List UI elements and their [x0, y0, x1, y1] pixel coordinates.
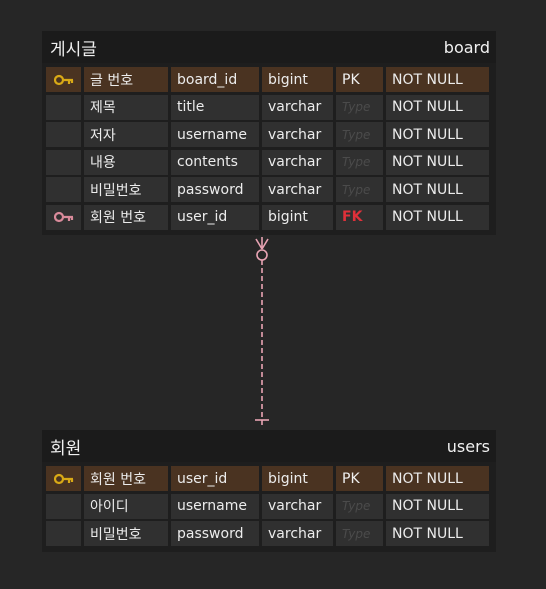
table-row[interactable]: 아이디 username varchar Type NOT NULL — [46, 493, 492, 522]
column-nullability: NOT NULL — [386, 466, 489, 491]
table-board[interactable]: 게시글 board 글 번호 board_id bigint PK NOT NU… — [42, 31, 496, 235]
table-row[interactable]: 저자 username varchar Type NOT NULL — [46, 122, 492, 150]
icon-slot — [46, 122, 81, 147]
column-label: 회원 번호 — [84, 466, 168, 491]
column-nullability: NOT NULL — [386, 493, 489, 519]
column-type: varchar — [262, 149, 333, 175]
table-name: board — [443, 37, 490, 57]
pk-key-icon — [46, 67, 81, 92]
column-name: username — [171, 122, 259, 147]
column-name: contents — [171, 149, 259, 175]
icon-slot — [46, 149, 81, 175]
table-rows: 회원 번호 user_id bigint PK NOT NULL 아이디 use… — [42, 462, 496, 552]
fk-key-icon — [46, 204, 81, 230]
column-type: varchar — [262, 94, 333, 120]
column-nullability: NOT NULL — [386, 177, 489, 202]
table-header[interactable]: 게시글 board — [42, 31, 496, 63]
table-row[interactable]: 회원 번호 user_id bigint PK NOT NULL — [46, 466, 492, 494]
column-key: PK — [336, 466, 383, 491]
icon-slot — [46, 521, 81, 546]
column-type: bigint — [262, 466, 333, 491]
column-name: user_id — [171, 466, 259, 491]
column-nullability: NOT NULL — [386, 149, 489, 175]
column-name: password — [171, 521, 259, 546]
column-type: bigint — [262, 204, 333, 230]
column-key: Type — [336, 122, 383, 147]
table-header[interactable]: 회원 users — [42, 430, 496, 462]
table-row[interactable]: 제목 title varchar Type NOT NULL — [46, 94, 492, 123]
column-label: 저자 — [84, 122, 168, 147]
column-nullability: NOT NULL — [386, 67, 489, 92]
icon-slot — [46, 177, 81, 202]
column-type: varchar — [262, 493, 333, 519]
column-label: 비밀번호 — [84, 177, 168, 202]
pk-key-icon — [46, 466, 81, 491]
column-key: Type — [336, 177, 383, 202]
column-nullability: NOT NULL — [386, 94, 489, 120]
column-key: Type — [336, 149, 383, 175]
column-label: 아이디 — [84, 493, 168, 519]
crows-foot-left-line — [255, 238, 263, 250]
column-name: board_id — [171, 67, 259, 92]
table-row[interactable]: 글 번호 board_id bigint PK NOT NULL — [46, 67, 492, 95]
column-nullability: NOT NULL — [386, 204, 489, 230]
column-key: Type — [336, 94, 383, 120]
table-row[interactable]: 비밀번호 password varchar Type NOT NULL — [46, 521, 492, 549]
crows-foot-right-line — [261, 238, 269, 250]
column-label: 글 번호 — [84, 67, 168, 92]
column-key: PK — [336, 67, 383, 92]
table-rows: 글 번호 board_id bigint PK NOT NULL 제목 titl… — [42, 63, 496, 235]
column-label: 내용 — [84, 149, 168, 175]
column-type: varchar — [262, 122, 333, 147]
column-name: username — [171, 493, 259, 519]
column-type: varchar — [262, 177, 333, 202]
column-key: Type — [336, 493, 383, 519]
table-users[interactable]: 회원 users 회원 번호 user_id bigint PK NOT NUL… — [42, 430, 496, 552]
table-title: 회원 — [50, 438, 82, 459]
column-nullability: NOT NULL — [386, 521, 489, 546]
column-key: Type — [336, 521, 383, 546]
icon-slot — [46, 94, 81, 120]
table-row[interactable]: 내용 contents varchar Type NOT NULL — [46, 149, 492, 178]
icon-slot — [46, 493, 81, 519]
column-name: password — [171, 177, 259, 202]
column-label: 회원 번호 — [84, 204, 168, 230]
optional-circle — [256, 249, 268, 261]
column-label: 비밀번호 — [84, 521, 168, 546]
table-name: users — [446, 436, 490, 456]
table-title: 게시글 — [50, 39, 97, 60]
column-name: title — [171, 94, 259, 120]
table-row[interactable]: 비밀번호 password varchar Type NOT NULL — [46, 177, 492, 205]
column-type: varchar — [262, 521, 333, 546]
table-row[interactable]: 회원 번호 user_id bigint FK NOT NULL — [46, 204, 492, 233]
column-key: FK — [336, 204, 383, 230]
column-label: 제목 — [84, 94, 168, 120]
column-name: user_id — [171, 204, 259, 230]
column-nullability: NOT NULL — [386, 122, 489, 147]
column-type: bigint — [262, 67, 333, 92]
